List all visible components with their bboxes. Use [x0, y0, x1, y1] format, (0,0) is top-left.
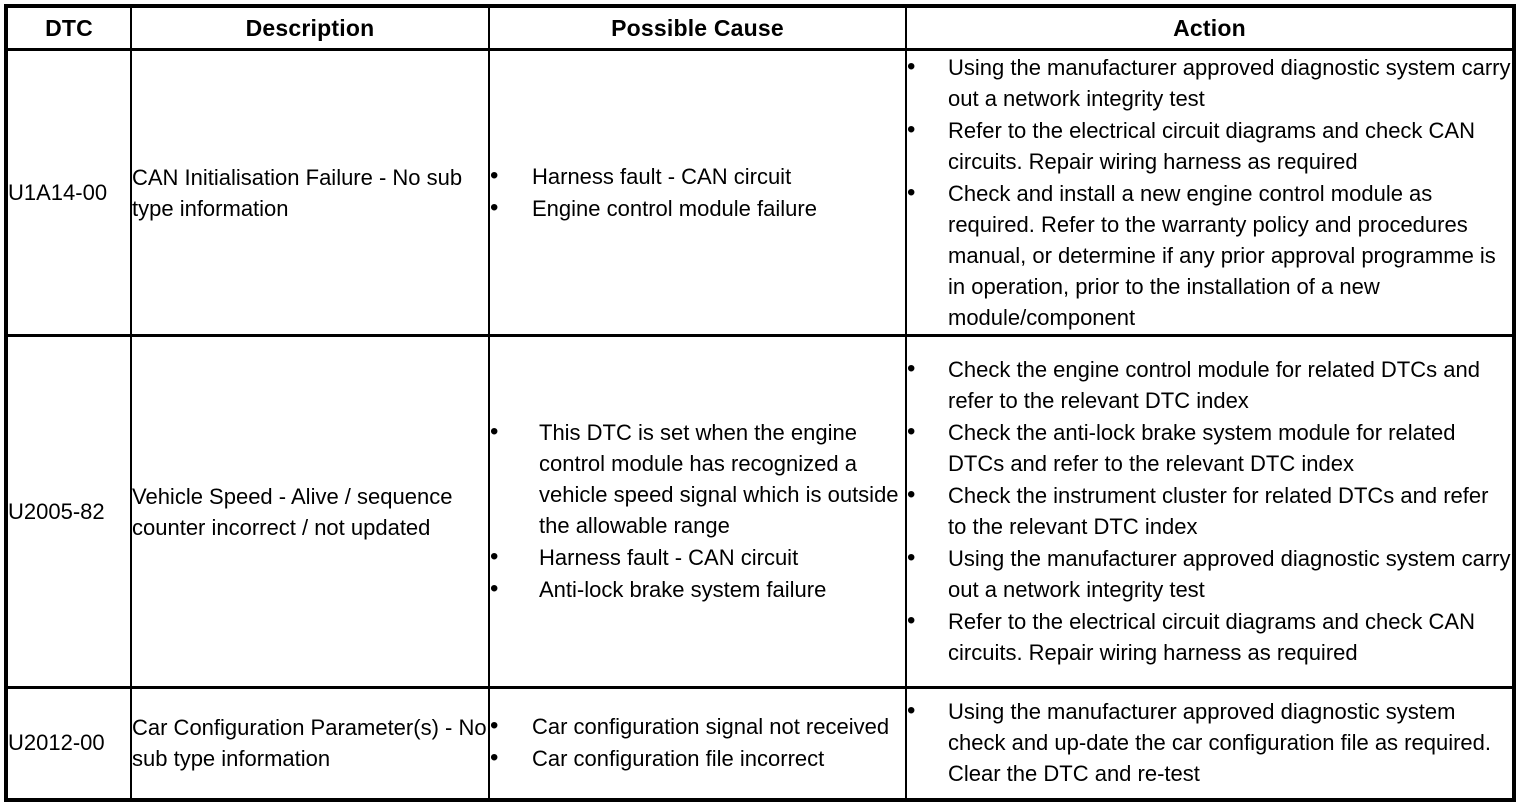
list-item: Check the anti-lock brake system module … — [907, 416, 1512, 479]
cell-dtc-code: U2005-82 — [5, 334, 132, 689]
table-row: U2012-00 Car Configuration Parameter(s) … — [5, 686, 1515, 801]
dtc-diagnostic-table: DTC Description Possible Cause Action U1… — [4, 4, 1516, 802]
cell-action: Using the manufacturer approved diagnost… — [905, 686, 1515, 801]
list-item: Using the manufacturer approved diagnost… — [907, 695, 1512, 789]
possible-cause-list: Car configuration signal not received Ca… — [490, 710, 905, 774]
cell-action: Using the manufacturer approved diagnost… — [905, 48, 1515, 337]
table-row: U1A14-00 CAN Initialisation Failure - No… — [5, 48, 1515, 337]
list-item: Car configuration signal not received — [490, 710, 905, 742]
column-header-possible-cause: Possible Cause — [488, 5, 907, 51]
column-header-description: Description — [130, 5, 490, 51]
table-header: DTC Description Possible Cause Action — [5, 5, 1515, 51]
column-header-dtc: DTC — [5, 5, 132, 51]
list-item: Check the instrument cluster for related… — [907, 479, 1512, 542]
possible-cause-list: This DTC is set when the engine control … — [490, 416, 905, 605]
list-item: Harness fault - CAN circuit — [490, 160, 905, 192]
list-item: Engine control module failure — [490, 192, 905, 224]
cell-description: Car Configuration Parameter(s) - No sub … — [130, 686, 490, 801]
cell-dtc-code: U2012-00 — [5, 686, 132, 801]
table-body: U1A14-00 CAN Initialisation Failure - No… — [5, 48, 1515, 801]
list-item: Harness fault - CAN circuit — [490, 541, 905, 573]
action-list: Using the manufacturer approved diagnost… — [907, 695, 1512, 789]
list-item: Check and install a new engine control m… — [907, 177, 1512, 333]
table-row: U2005-82 Vehicle Speed - Alive / sequenc… — [5, 334, 1515, 689]
list-item: Using the manufacturer approved diagnost… — [907, 542, 1512, 605]
list-item: Refer to the electrical circuit diagrams… — [907, 114, 1512, 177]
list-item: Car configuration file incorrect — [490, 742, 905, 774]
action-list: Check the engine control module for rela… — [907, 353, 1512, 668]
list-item: Anti-lock brake system failure — [490, 573, 905, 605]
cell-description: CAN Initialisation Failure - No sub type… — [130, 48, 490, 337]
possible-cause-list: Harness fault - CAN circuit Engine contr… — [490, 160, 905, 224]
list-item: Refer to the electrical circuit diagrams… — [907, 605, 1512, 668]
list-item: This DTC is set when the engine control … — [490, 416, 905, 541]
cell-action: Check the engine control module for rela… — [905, 334, 1515, 689]
cell-possible-cause: Car configuration signal not received Ca… — [488, 686, 907, 801]
cell-possible-cause: This DTC is set when the engine control … — [488, 334, 907, 689]
header-row: DTC Description Possible Cause Action — [5, 5, 1515, 51]
list-item: Check the engine control module for rela… — [907, 353, 1512, 416]
list-item: Using the manufacturer approved diagnost… — [907, 51, 1512, 114]
column-header-action: Action — [905, 5, 1515, 51]
cell-dtc-code: U1A14-00 — [5, 48, 132, 337]
cell-possible-cause: Harness fault - CAN circuit Engine contr… — [488, 48, 907, 337]
action-list: Using the manufacturer approved diagnost… — [907, 51, 1512, 333]
cell-description: Vehicle Speed - Alive / sequence counter… — [130, 334, 490, 689]
